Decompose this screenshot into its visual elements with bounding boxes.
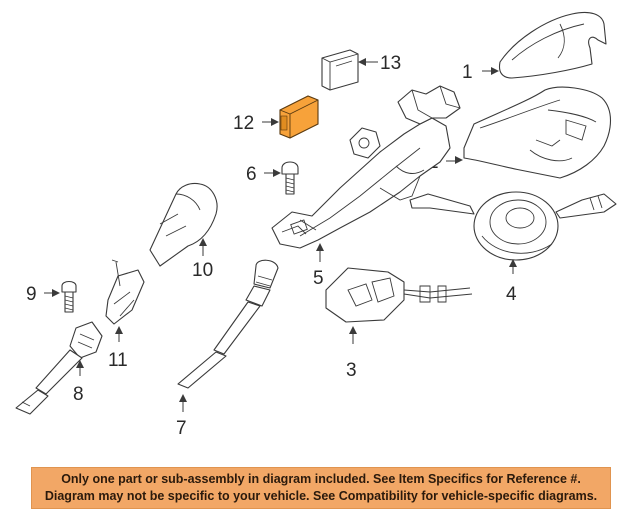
part-13-module <box>321 49 359 91</box>
svg-text:12: 12 <box>233 113 254 134</box>
part-12-highlighted-module <box>279 95 319 139</box>
disclaimer-banner: Only one part or sub-assembly in diagram… <box>31 467 611 509</box>
part-4-combination-switch <box>409 191 617 261</box>
callout-8: 8 <box>73 360 84 405</box>
svg-text:5: 5 <box>313 268 324 289</box>
parts-diagram: 13 12 1 2 <box>15 11 617 439</box>
part-11-heat-shield <box>105 259 145 325</box>
disclaimer-line-1: Only one part or sub-assembly in diagram… <box>61 472 581 486</box>
svg-text:6: 6 <box>246 164 257 185</box>
part-9-bolt <box>61 280 77 313</box>
callout-11: 11 <box>108 326 128 371</box>
svg-text:1: 1 <box>462 62 473 83</box>
callout-4: 4 <box>506 259 517 305</box>
highlighted-part-body <box>279 95 319 139</box>
part-8-lower-shaft <box>15 321 103 415</box>
part-1-upper-shroud <box>498 11 607 79</box>
svg-text:8: 8 <box>73 384 84 405</box>
svg-text:13: 13 <box>380 53 401 74</box>
disclaimer-line-2: Diagram may not be specific to your vehi… <box>44 489 598 503</box>
svg-text:9: 9 <box>26 284 37 305</box>
part-6-bolt <box>281 161 299 195</box>
part-2-lower-shroud <box>463 86 612 179</box>
callout-1: 1 <box>462 62 499 83</box>
svg-text:4: 4 <box>506 284 517 305</box>
svg-text:7: 7 <box>176 418 187 439</box>
svg-text:10: 10 <box>192 260 213 281</box>
callout-12: 12 <box>233 113 279 134</box>
callout-10: 10 <box>192 238 213 281</box>
callout-5: 5 <box>313 243 324 289</box>
part-3-ignition-module <box>325 267 473 323</box>
callout-7: 7 <box>176 394 187 439</box>
part-7-intermediate-shaft <box>177 259 279 389</box>
part-5-steering-column <box>271 85 461 249</box>
part-10-boot <box>149 182 218 267</box>
callout-13: 13 <box>358 53 401 74</box>
svg-text:11: 11 <box>108 350 128 371</box>
callout-9: 9 <box>26 284 60 305</box>
callout-3: 3 <box>346 326 357 381</box>
svg-text:3: 3 <box>346 360 357 381</box>
callout-6: 6 <box>246 164 281 185</box>
